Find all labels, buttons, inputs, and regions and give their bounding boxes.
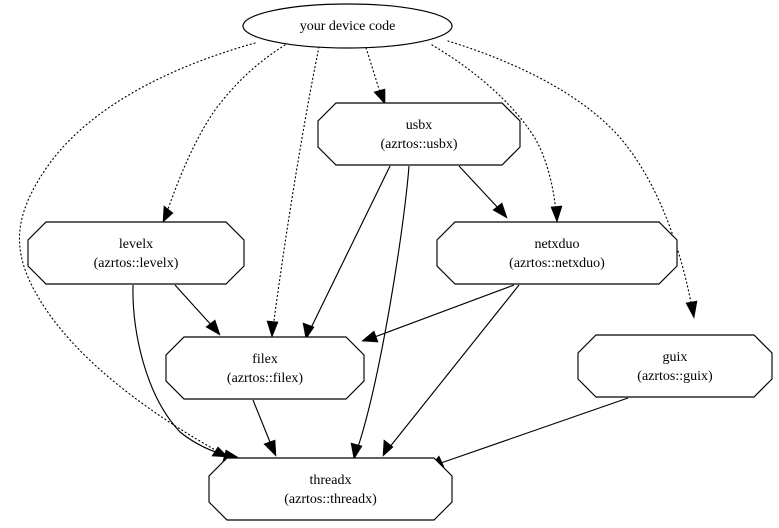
edge-guix-to-threadx	[428, 397, 629, 469]
node-label-levelx-name: levelx	[119, 237, 153, 252]
node-shape-octagon	[577, 334, 773, 398]
node-guix[interactable]: guix (azrtos::guix)	[577, 334, 773, 398]
node-shape-ellipse	[242, 3, 453, 49]
node-shape-octagon	[317, 102, 521, 166]
node-label-threadx-package: (azrtos::threadx)	[284, 492, 377, 507]
node-threadx[interactable]: threadx (azrtos::threadx)	[208, 457, 453, 521]
edge-device-to-netxduo	[431, 44, 563, 223]
edge-netxduo-to-threadx	[382, 284, 520, 457]
edge-levelx-to-filex	[174, 284, 221, 336]
node-label-netxduo-name: netxduo	[534, 237, 579, 252]
node-shape-octagon	[436, 221, 678, 285]
edge-netxduo-to-filex	[361, 284, 515, 343]
edge-usbx-to-netxduo	[458, 165, 508, 219]
node-label-netxduo-package: (azrtos::netxduo)	[509, 256, 605, 271]
node-label-usbx-name: usbx	[406, 118, 432, 133]
node-label-filex-package: (azrtos::filex)	[227, 371, 304, 386]
node-label-guix-package: (azrtos::guix)	[637, 369, 713, 384]
edge-filex-to-threadx	[252, 399, 277, 457]
node-netxduo[interactable]: netxduo (azrtos::netxduo)	[436, 221, 678, 285]
edge-usbx-to-filex	[302, 165, 391, 340]
node-your-device-code[interactable]: your device code	[242, 3, 453, 49]
node-label-usbx-package: (azrtos::usbx)	[381, 137, 458, 152]
node-label-your-device-code: your device code	[300, 19, 396, 34]
node-usbx[interactable]: usbx (azrtos::usbx)	[317, 102, 521, 166]
edge-device-to-levelx	[162, 44, 286, 223]
node-label-threadx-name: threadx	[310, 473, 352, 488]
edge-device-to-usbx	[365, 47, 386, 105]
node-label-filex-name: filex	[252, 352, 278, 367]
edge-layer	[19, 40, 698, 469]
node-shape-octagon	[165, 336, 365, 400]
node-levelx[interactable]: levelx (azrtos::levelx)	[27, 221, 245, 285]
edge-device-to-guix	[447, 40, 698, 319]
node-filex[interactable]: filex (azrtos::filex)	[165, 336, 365, 400]
node-shape-octagon	[208, 457, 453, 521]
node-label-guix-name: guix	[663, 350, 688, 365]
node-layer: your device code usbx (azrtos::usbx) lev…	[27, 3, 773, 521]
node-shape-octagon	[27, 221, 245, 285]
node-label-levelx-package: (azrtos::levelx)	[94, 256, 179, 271]
edge-usbx-to-threadx	[350, 165, 410, 460]
edge-device-to-filex	[266, 46, 320, 338]
